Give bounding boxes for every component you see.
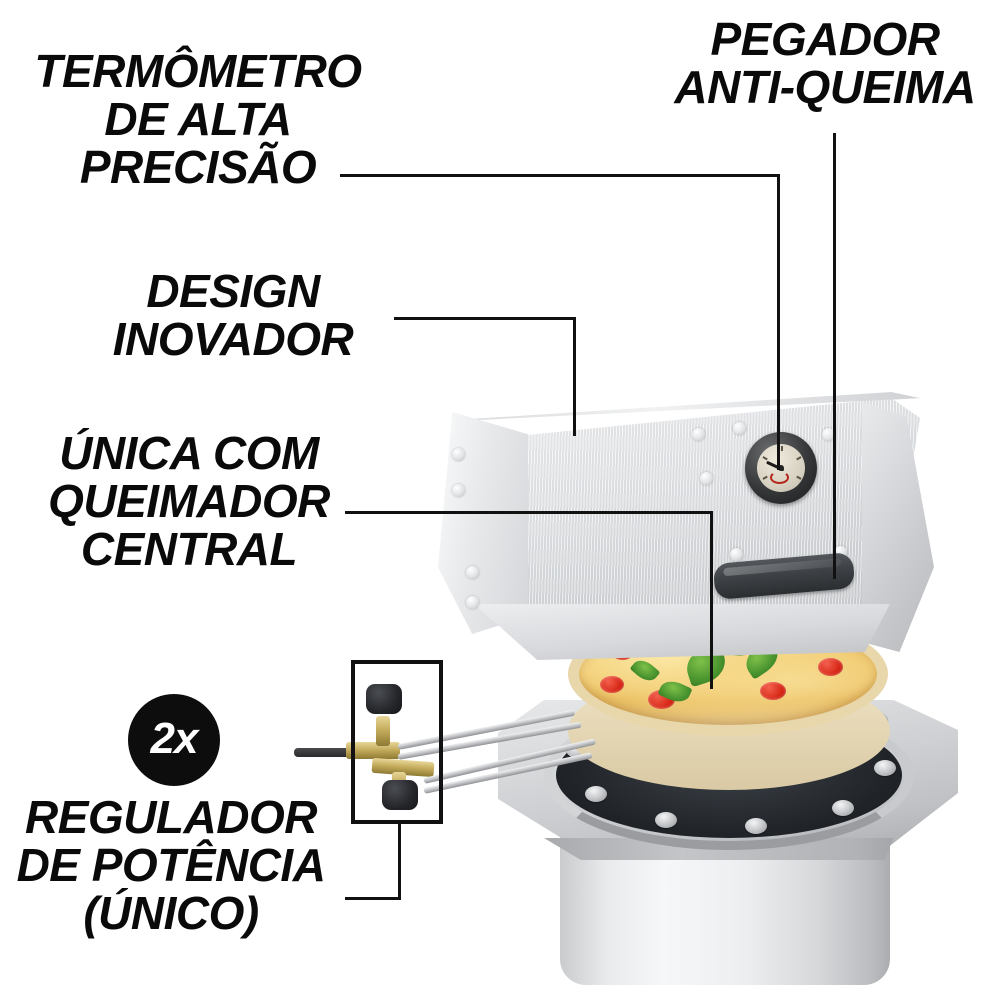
basil-leaf [822,623,854,648]
leader-line-burner-horizontal [345,511,713,514]
lid-rivet [692,428,705,441]
regulator-highlight-box [351,660,443,824]
oven-lid-side-panel [438,412,528,634]
lid-rivet [700,472,713,485]
lid-rivet [452,448,465,461]
callout-burner: ÚNICA COM QUEIMADOR CENTRAL [48,427,330,575]
callout-thermometer: TERMÔMETRO DE ALTA PRECISÃO [34,45,362,193]
ring-bolt [874,760,896,776]
pizza-stone [568,672,890,790]
callout-handle: PEGADOR ANTI-QUEIMA [674,13,976,113]
tomato-slice [776,630,800,646]
lid-rivet [466,596,479,609]
basil-leaf [629,655,661,686]
tomato-slice [600,676,624,693]
leader-line-regulator-horizontal [345,897,401,900]
lid-rivet [452,484,465,497]
oven-lid-top-edge [454,392,920,420]
badge-2x-label: 2x [150,714,199,763]
ring-bolt [866,712,888,728]
thermometer-face [757,444,805,492]
oven-lid-right-bevel [862,402,934,652]
pizza-crust [568,612,888,736]
gauge-tick [796,456,802,461]
gauge-tick [762,475,768,480]
chrome-ring [544,702,914,850]
leader-line-regulator-vertical [398,824,401,900]
basil-leaf [739,638,785,680]
basil-leaf [713,621,763,661]
basil-leaf [681,642,731,688]
thermometer-gauge [745,432,817,504]
gauge-tick [781,446,783,451]
leader-line-burner-vertical [710,511,713,689]
leader-line-handle-vertical [833,133,836,579]
basil-leaf [657,676,693,707]
tomato-slice [648,690,675,709]
gas-rail [423,752,593,794]
ring-bolt [700,690,722,706]
leader-line-thermometer-vertical [777,174,780,470]
callout-regulator: REGULADOR DE POTÊNCIA (ÚNICO) [16,791,326,939]
gauge-tick [762,456,768,461]
ring-bolt [585,786,607,802]
tomato-slice [612,646,633,660]
ring-bolt [566,742,588,758]
lid-rivet [730,548,743,561]
callout-design: DESIGN INOVADOR [112,265,354,365]
ring-bolt [832,800,854,816]
ring-bolt [745,818,767,834]
oven-lid [440,398,920,648]
leader-line-design-horizontal [394,317,576,320]
steel-deck-edge [544,838,894,860]
ring-bolt [800,694,822,710]
tomato-slice [818,658,843,676]
cylindrical-body [560,790,890,985]
gauge-needle [766,460,785,472]
tomato-slice [760,682,786,700]
oven-lid-front-lip [474,604,890,660]
badge-2x: 2x [128,694,220,786]
lid-rivet [733,422,746,435]
gauge-red-zone [770,471,789,484]
pizza [572,616,884,732]
lid-rivet [466,566,479,579]
gauge-tick [796,475,802,480]
steel-deck [498,700,958,850]
gas-hose [294,748,350,757]
central-burner [556,712,902,838]
leader-line-thermometer-horizontal [340,174,780,177]
ring-bolt [655,812,677,828]
ring-bolt [600,704,622,720]
leader-line-design-vertical [573,317,576,436]
gas-rail [423,738,597,784]
